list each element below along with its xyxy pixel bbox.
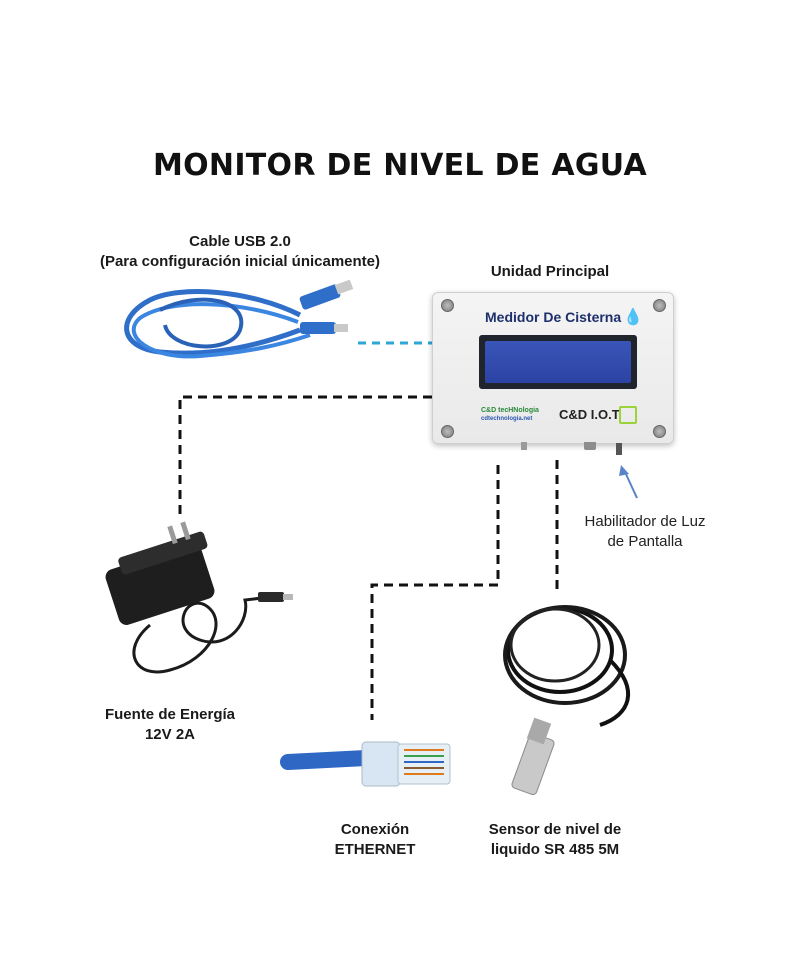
power-adapter-icon [105, 521, 293, 674]
backlight-label-line2: de Pantalla [607, 533, 683, 550]
backlight-label-line1: Habilitador de Luz [584, 513, 706, 530]
screw-icon [441, 425, 454, 438]
diagram-title: MONITOR DE NIVEL DE AGUA [152, 148, 648, 183]
main-unit-label: Unidad Principal [490, 263, 610, 280]
device-brand: Medidor De Cisterna [485, 309, 622, 325]
ethernet-label-line2: ETHERNET [334, 841, 416, 858]
sensor-port [584, 442, 596, 450]
power-label-line1: Fuente de Energía [104, 706, 236, 723]
sensor-label-line2: liquido SR 485 5M [490, 841, 620, 858]
screw-icon [653, 425, 666, 438]
backlight-switch [616, 443, 622, 455]
screw-icon [653, 299, 666, 312]
screw-icon [441, 299, 454, 312]
logo-cd-technologia: C&D tecHNologia cdtechnologia.net [481, 407, 539, 422]
water-drop-icon: 💧 [623, 309, 643, 326]
ethernet-label-line1: Conexión [340, 821, 410, 838]
sensor-label-line1: Sensor de nivel de [488, 821, 622, 838]
chip-icon [619, 406, 637, 424]
usb-label-line1: Cable USB 2.0 [189, 233, 291, 250]
level-sensor-icon [503, 605, 630, 796]
ethernet-plug-icon [280, 741, 451, 787]
lcd-screen [479, 335, 637, 389]
logo-cd-iot: C&D I.O.T [559, 407, 620, 422]
power-label-line2: 12V 2A [144, 726, 196, 743]
main-unit: Medidor De Cisterna 💧 C&D tecHNologia cd… [432, 292, 674, 444]
usb-cable-icon [124, 279, 354, 359]
connector-port [521, 442, 527, 450]
usb-label-line2: (Para configuración inicial únicamente) [99, 253, 381, 270]
